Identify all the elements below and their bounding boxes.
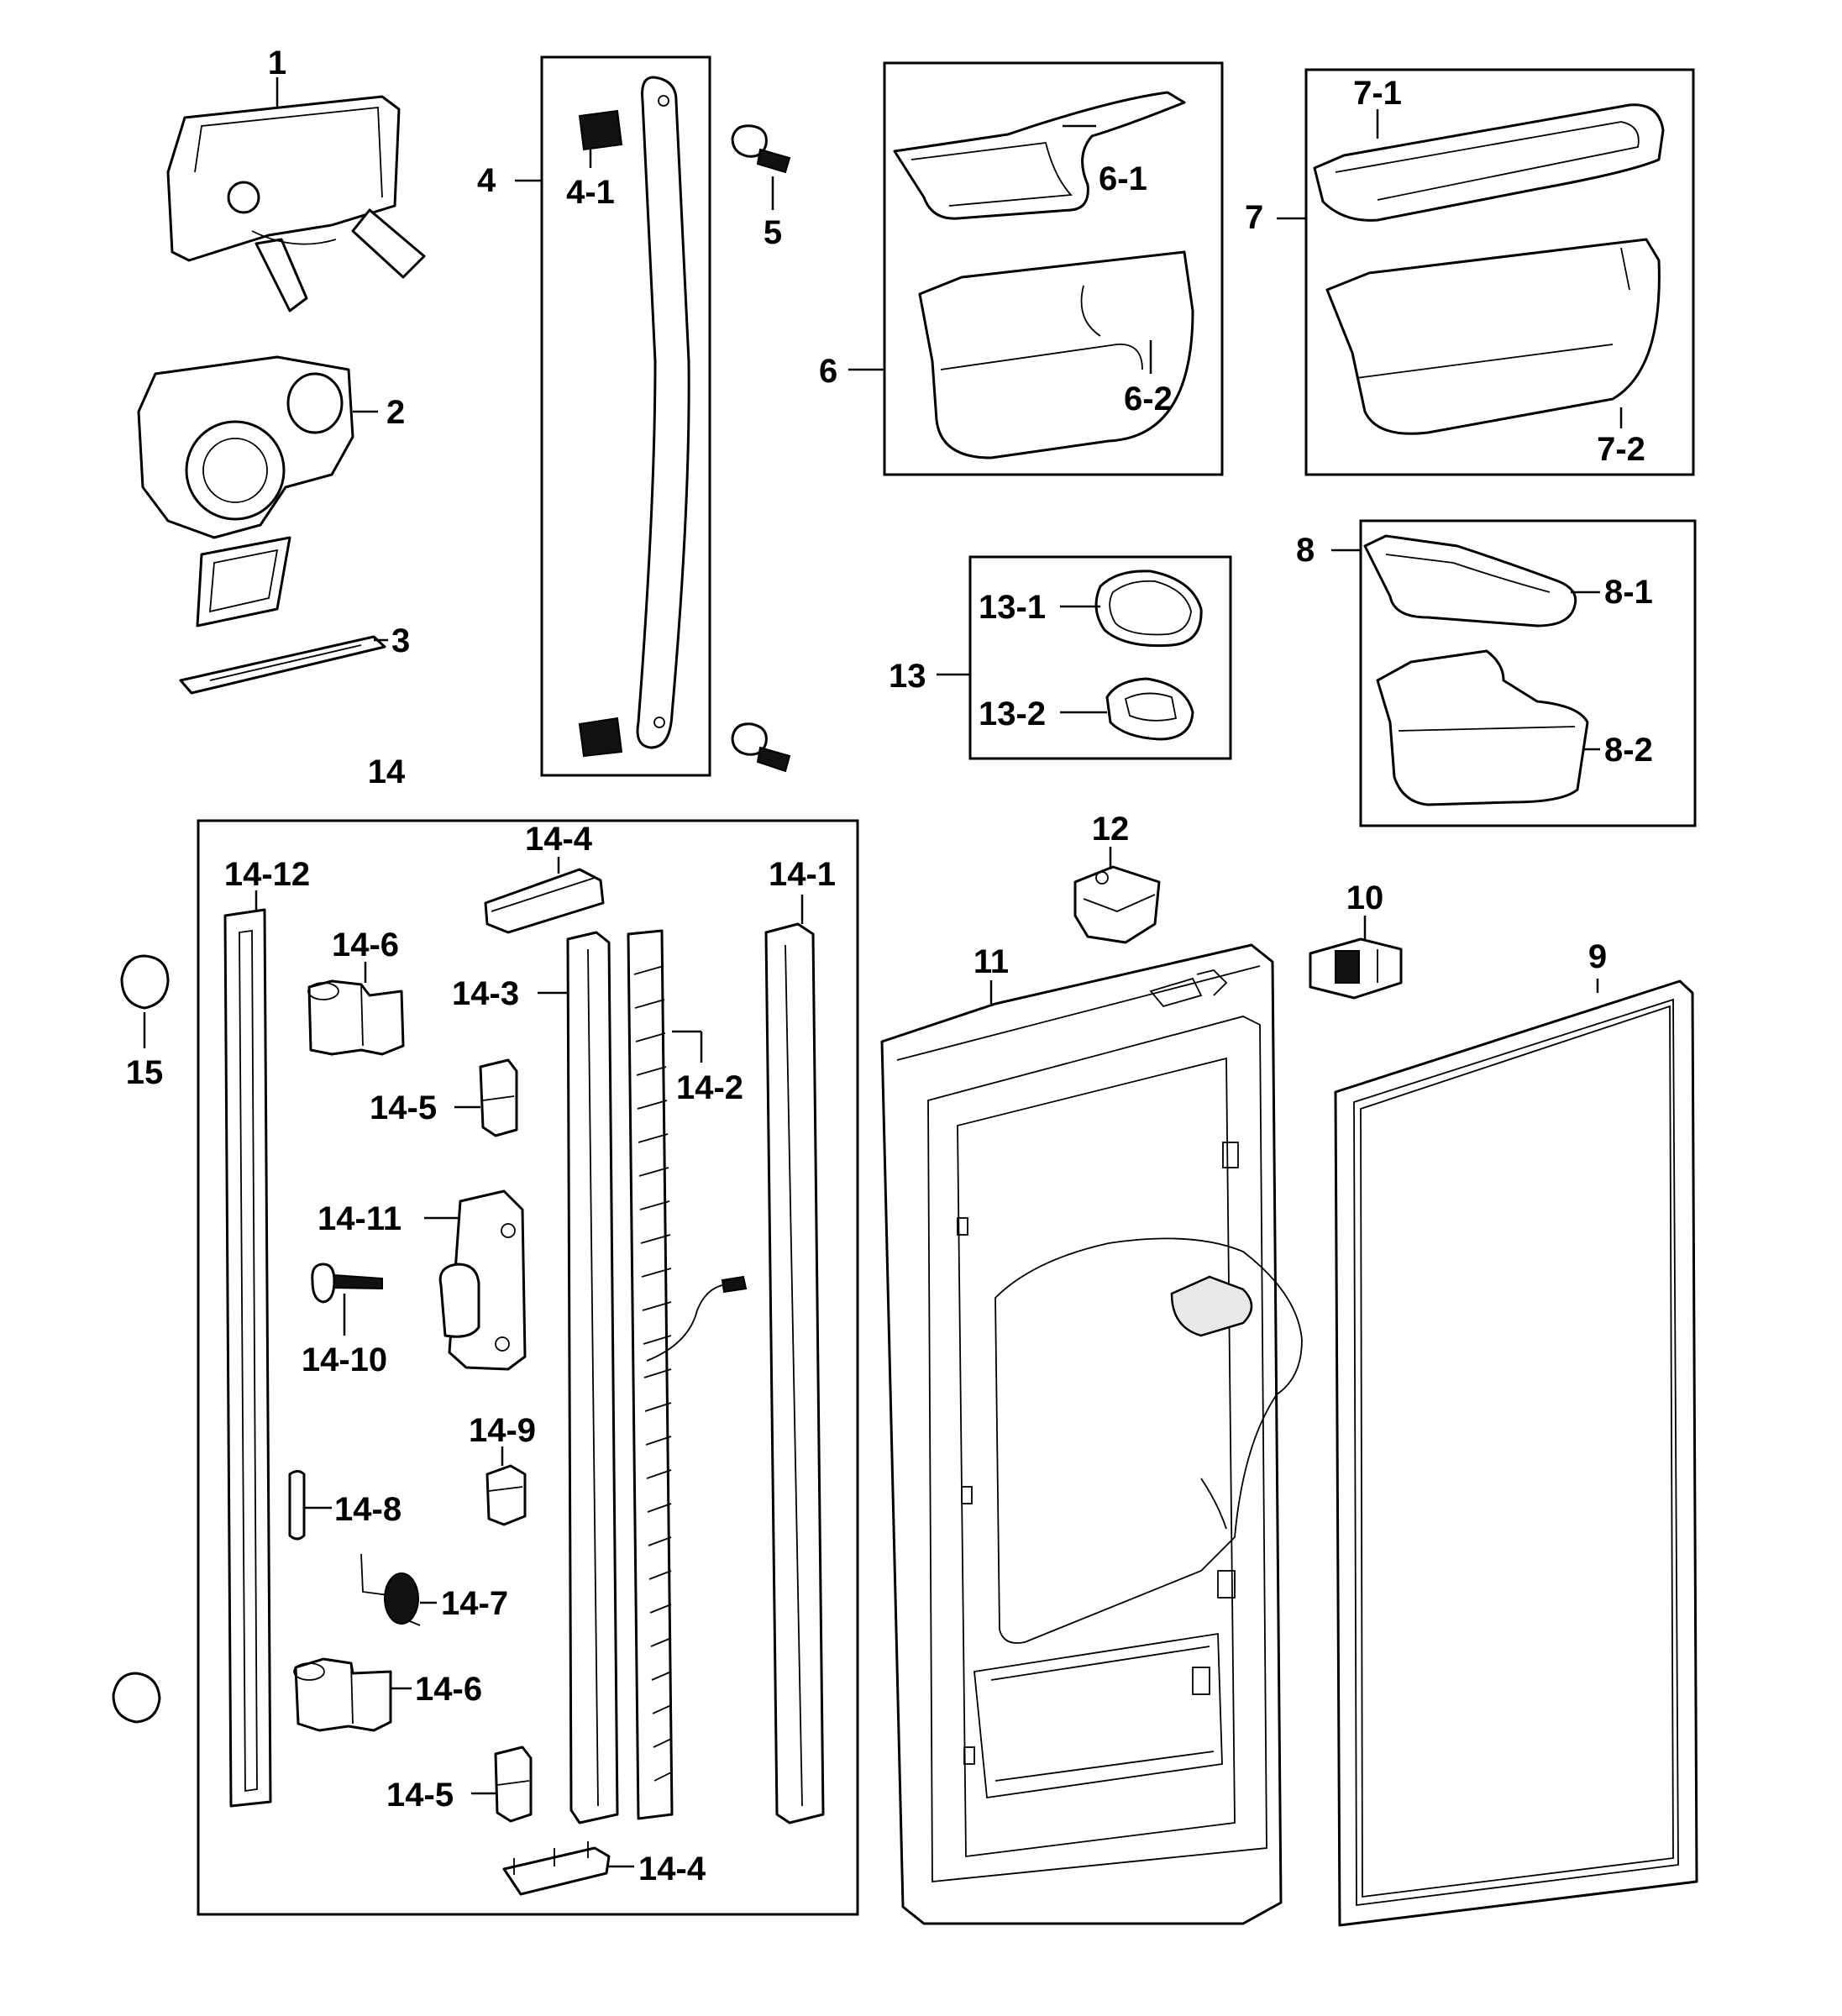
part-14-8-pin [288,1470,306,1541]
label-14-1: 14-1 [769,856,836,893]
label-4-1: 4-1 [566,174,615,211]
part-10-block [1309,937,1403,1000]
label-14-2: 14-2 [676,1069,743,1106]
label-14-11: 14-11 [317,1200,401,1237]
label-14-3: 14-3 [452,975,519,1012]
group-8-frame [1359,519,1697,827]
part-14-5-bracket-top [479,1058,518,1137]
part-14-6-hinge-top [307,979,405,1056]
part-5-screws [731,124,791,773]
part-14-9-clip [485,1464,527,1526]
part-4-handle [578,76,690,758]
label-10: 10 [1346,879,1384,916]
label-14: 14 [368,753,406,790]
label-9: 9 [1588,938,1607,975]
group-14-frame [197,819,859,1916]
part-15-plugs [112,954,170,1724]
label-14-5-top: 14-5 [370,1089,437,1126]
part-6-2-bin [918,250,1194,459]
part-2-ice-maker [137,355,354,627]
part-14-10-screw [311,1263,383,1304]
label-6-2: 6-2 [1124,381,1173,417]
group-4-frame [540,55,711,777]
label-12: 12 [1092,811,1130,848]
label-8: 8 [1296,532,1315,569]
part-9-gasket [1334,979,1698,1927]
label-11: 11 [973,943,1009,980]
label-1: 1 [268,45,286,81]
label-8-1: 8-1 [1604,574,1653,611]
label-13: 13 [889,658,926,695]
label-14-4-bottom: 14-4 [638,1851,706,1887]
label-7-1: 7-1 [1353,75,1402,112]
label-6-1: 6-1 [1099,160,1147,197]
group-7-frame [1304,68,1695,476]
part-14-4-cap-bottom [502,1841,611,1896]
part-14-5-bracket-bottom [494,1746,533,1823]
label-14-10: 14-10 [302,1341,387,1378]
label-7-2: 7-2 [1597,431,1645,468]
part-14-6-hinge-bottom [293,1657,392,1732]
label-13-2: 13-2 [979,696,1046,732]
part-8-2-bin [1376,649,1589,806]
label-14-4-top: 14-4 [525,821,593,858]
part-3-bar [179,635,386,695]
label-14-6-bottom: 14-6 [415,1671,482,1708]
label-14-6-top: 14-6 [332,927,399,963]
part-14-12-rail [223,908,272,1808]
label-14-9: 14-9 [469,1412,536,1449]
label-7: 7 [1245,199,1263,236]
part-13-1-cap [1094,570,1203,648]
part-6-1-bin-cover [893,91,1186,220]
label-14-12: 14-12 [224,856,310,893]
part-7-2-bin [1325,238,1661,435]
group-6-frame [883,61,1224,476]
part-14-3-cover [566,931,619,1824]
label-8-2: 8-2 [1604,732,1653,769]
label-15: 15 [126,1054,164,1091]
label-3: 3 [391,622,410,659]
part-12-block [1073,865,1161,944]
part-14-7-spring [360,1553,421,1626]
part-13-2-cap [1105,677,1194,741]
label-4: 4 [477,162,496,199]
group-13-frame [968,555,1232,760]
label-13-1: 13-1 [979,589,1046,626]
part-14-2-heater [627,929,748,1820]
label-5: 5 [764,214,782,251]
label-14-5-bottom: 14-5 [386,1777,454,1814]
part-1-ice-chute [166,95,426,312]
part-8-1-bin-cover [1363,534,1577,627]
label-14-8: 14-8 [334,1491,401,1528]
part-14-1-rail [764,922,825,1824]
label-2: 2 [386,394,405,431]
part-11-door [880,943,1303,1925]
label-6: 6 [819,353,837,390]
part-14-11-hinge-plate [438,1189,527,1371]
part-14-4-cap-top [484,868,605,934]
label-14-7: 14-7 [441,1585,508,1622]
part-7-1-bin-cover [1313,103,1665,222]
